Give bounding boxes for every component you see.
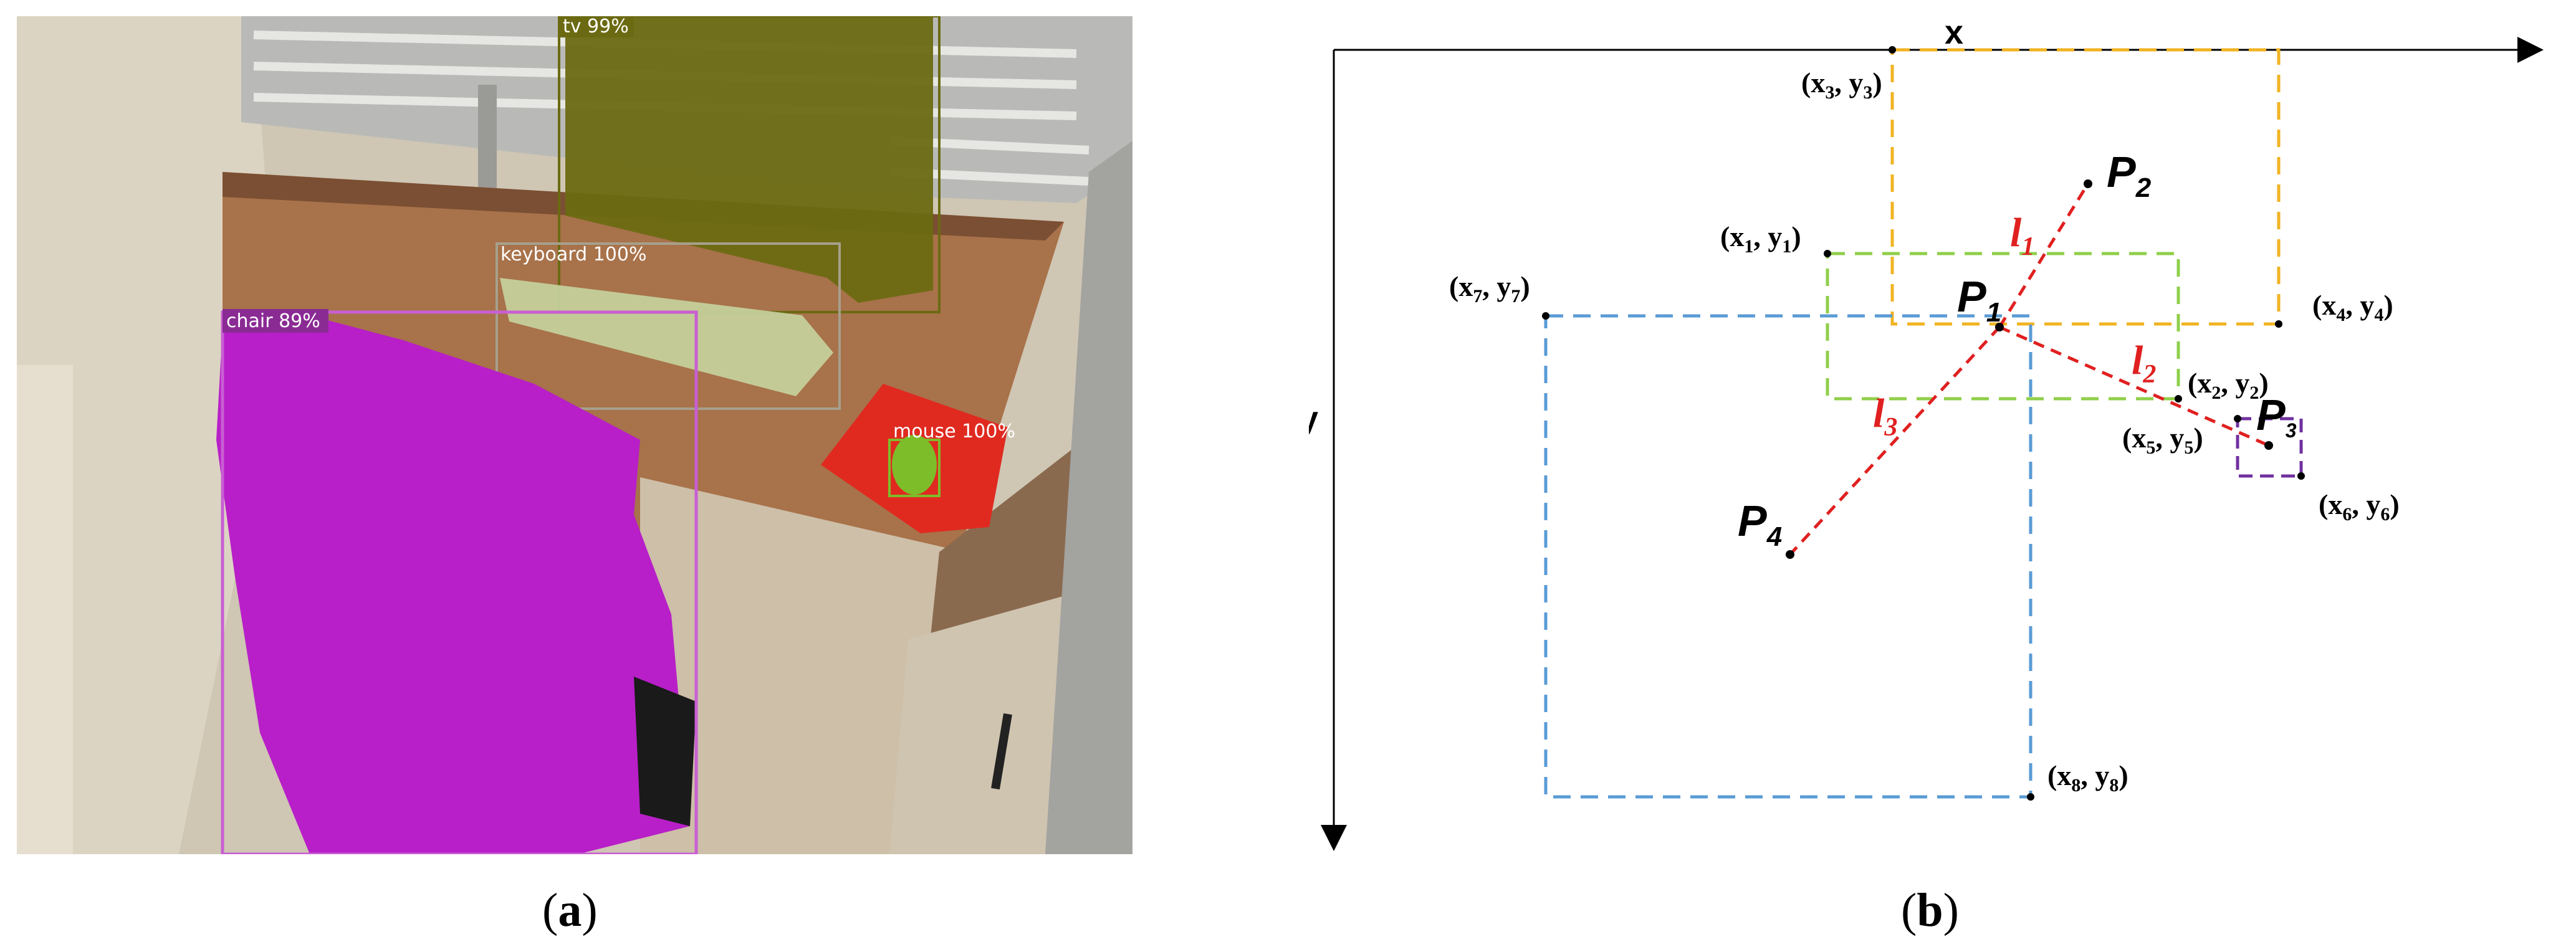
label-c6: (x6, y6)	[2319, 488, 2400, 525]
label-c7: (x7, y7)	[1449, 270, 1530, 307]
drawer-key	[991, 713, 1012, 790]
chair-label-bg	[223, 309, 328, 333]
dot-p1	[1995, 323, 2004, 331]
geometry-diagram: x y P1 P2 P3	[1300, 0, 2576, 885]
dot-c6	[2297, 472, 2305, 480]
line-l3	[1789, 326, 2001, 556]
mouse-mask	[892, 435, 937, 495]
label-l2: l2	[2132, 338, 2156, 389]
blue-box	[1544, 314, 2033, 799]
dot-c7	[1542, 312, 1549, 320]
tv-label-bg	[559, 16, 634, 37]
connection-lines	[1789, 183, 2270, 556]
keyboard-mask	[500, 278, 833, 396]
label-p1: P1	[1957, 272, 2001, 328]
caption-b-letter: b	[1917, 884, 1943, 936]
dot-p2	[2084, 179, 2092, 188]
label-p2: P2	[2107, 148, 2152, 203]
label-c4: (x4, y4)	[2312, 289, 2393, 325]
right-partition	[1045, 141, 1132, 854]
chair-mask	[216, 309, 690, 854]
label-p3: P3	[2256, 391, 2297, 442]
label-c3: (x3, y3)	[1801, 67, 1882, 103]
detection-photo: tv 99% keyboard 100% mouse 100% chair 89…	[17, 16, 1132, 854]
chair-shadow	[634, 677, 696, 826]
mouse-label: mouse 100%	[893, 421, 1015, 442]
caption-a: (a)	[542, 884, 598, 936]
label-c2: (x2, y2)	[2188, 367, 2269, 403]
geometry-diagram-svg: x y P1 P2 P3	[1300, 14, 2544, 851]
chair-label: chair 89%	[226, 310, 320, 332]
y-axis-label: y	[1309, 400, 1318, 437]
dot-p4	[1786, 550, 1794, 559]
label-c5: (x5, y5)	[2122, 422, 2203, 458]
floor-left	[17, 16, 279, 854]
label-p4: P4	[1738, 497, 1782, 552]
dot-c4	[2275, 320, 2282, 328]
x-axis-label: x	[1945, 14, 1963, 51]
label-l3: l3	[1873, 391, 1897, 442]
label-c8: (x8, y8)	[2047, 759, 2128, 796]
purple-box	[2236, 417, 2303, 478]
chair-box	[221, 310, 698, 854]
point-dots	[1542, 46, 2305, 801]
label-c1: (x1, y1)	[1720, 221, 1801, 257]
dot-p3	[2264, 441, 2273, 450]
dot-c1	[1824, 250, 1831, 257]
label-l1: l1	[2010, 210, 2034, 261]
dot-c8	[2027, 793, 2034, 801]
dot-c2	[2175, 395, 2182, 402]
keyboard-box	[496, 242, 841, 410]
yellow-box	[1890, 48, 2281, 326]
mouse-box	[888, 439, 941, 497]
line-l2	[1998, 325, 2270, 447]
keyboard-label: keyboard 100%	[500, 244, 646, 265]
tv-mask	[565, 16, 933, 303]
dot-c3	[1889, 46, 1896, 54]
detection-photo-svg: tv 99% keyboard 100% mouse 100% chair 89…	[17, 16, 1132, 854]
dot-c5	[2234, 415, 2241, 422]
tv-label: tv 99%	[563, 16, 629, 37]
caption-b: (b)	[1901, 884, 1959, 936]
wall-edge	[17, 365, 73, 854]
line-l1	[1998, 183, 2090, 328]
caption-a-letter: a	[558, 884, 582, 936]
drawer-cabinet	[640, 477, 964, 854]
green-box	[1826, 252, 2180, 401]
